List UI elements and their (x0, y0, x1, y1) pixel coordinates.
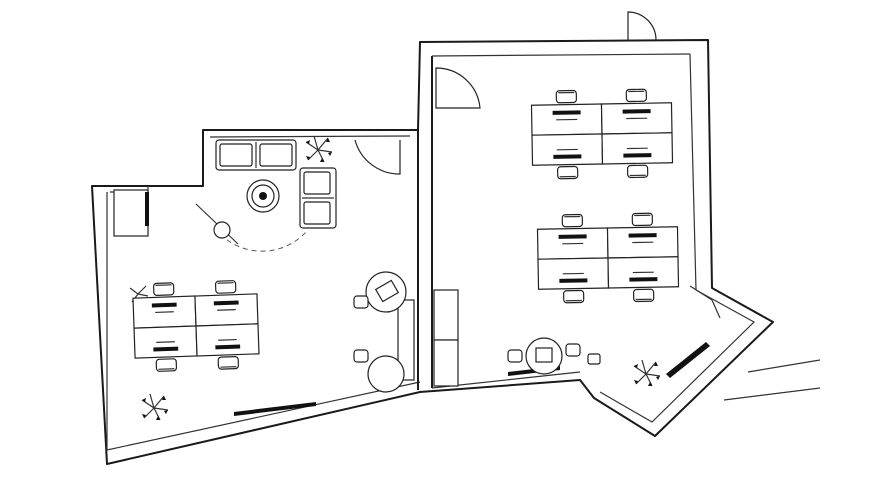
chair (152, 282, 175, 296)
plant-icon (129, 285, 149, 303)
door-right-room (435, 67, 481, 109)
chair (633, 288, 655, 303)
window-bottom (234, 402, 316, 416)
chair (555, 89, 577, 104)
chair (155, 358, 178, 372)
chair (627, 164, 649, 179)
outer-walls (91, 39, 821, 465)
window-corner (666, 342, 710, 378)
lounge (195, 139, 337, 252)
window-left (145, 192, 149, 226)
round-tables (353, 271, 601, 393)
chair (557, 165, 579, 180)
chair (625, 88, 647, 103)
plant-icon (141, 393, 169, 421)
door-top-right (627, 11, 657, 41)
plants (129, 135, 661, 421)
chair (563, 289, 585, 304)
doors (354, 11, 657, 387)
workstation-cluster (530, 88, 674, 180)
chair (631, 212, 653, 227)
plant-icon (633, 359, 661, 387)
door-left-room (354, 139, 401, 175)
chair (217, 356, 240, 370)
chair (214, 280, 237, 294)
workstation-cluster (536, 212, 680, 304)
workstation-cluster (132, 280, 260, 372)
chair (561, 213, 583, 228)
plant-icon (305, 135, 333, 163)
round-table (367, 355, 405, 393)
workstation-clusters (132, 88, 680, 372)
